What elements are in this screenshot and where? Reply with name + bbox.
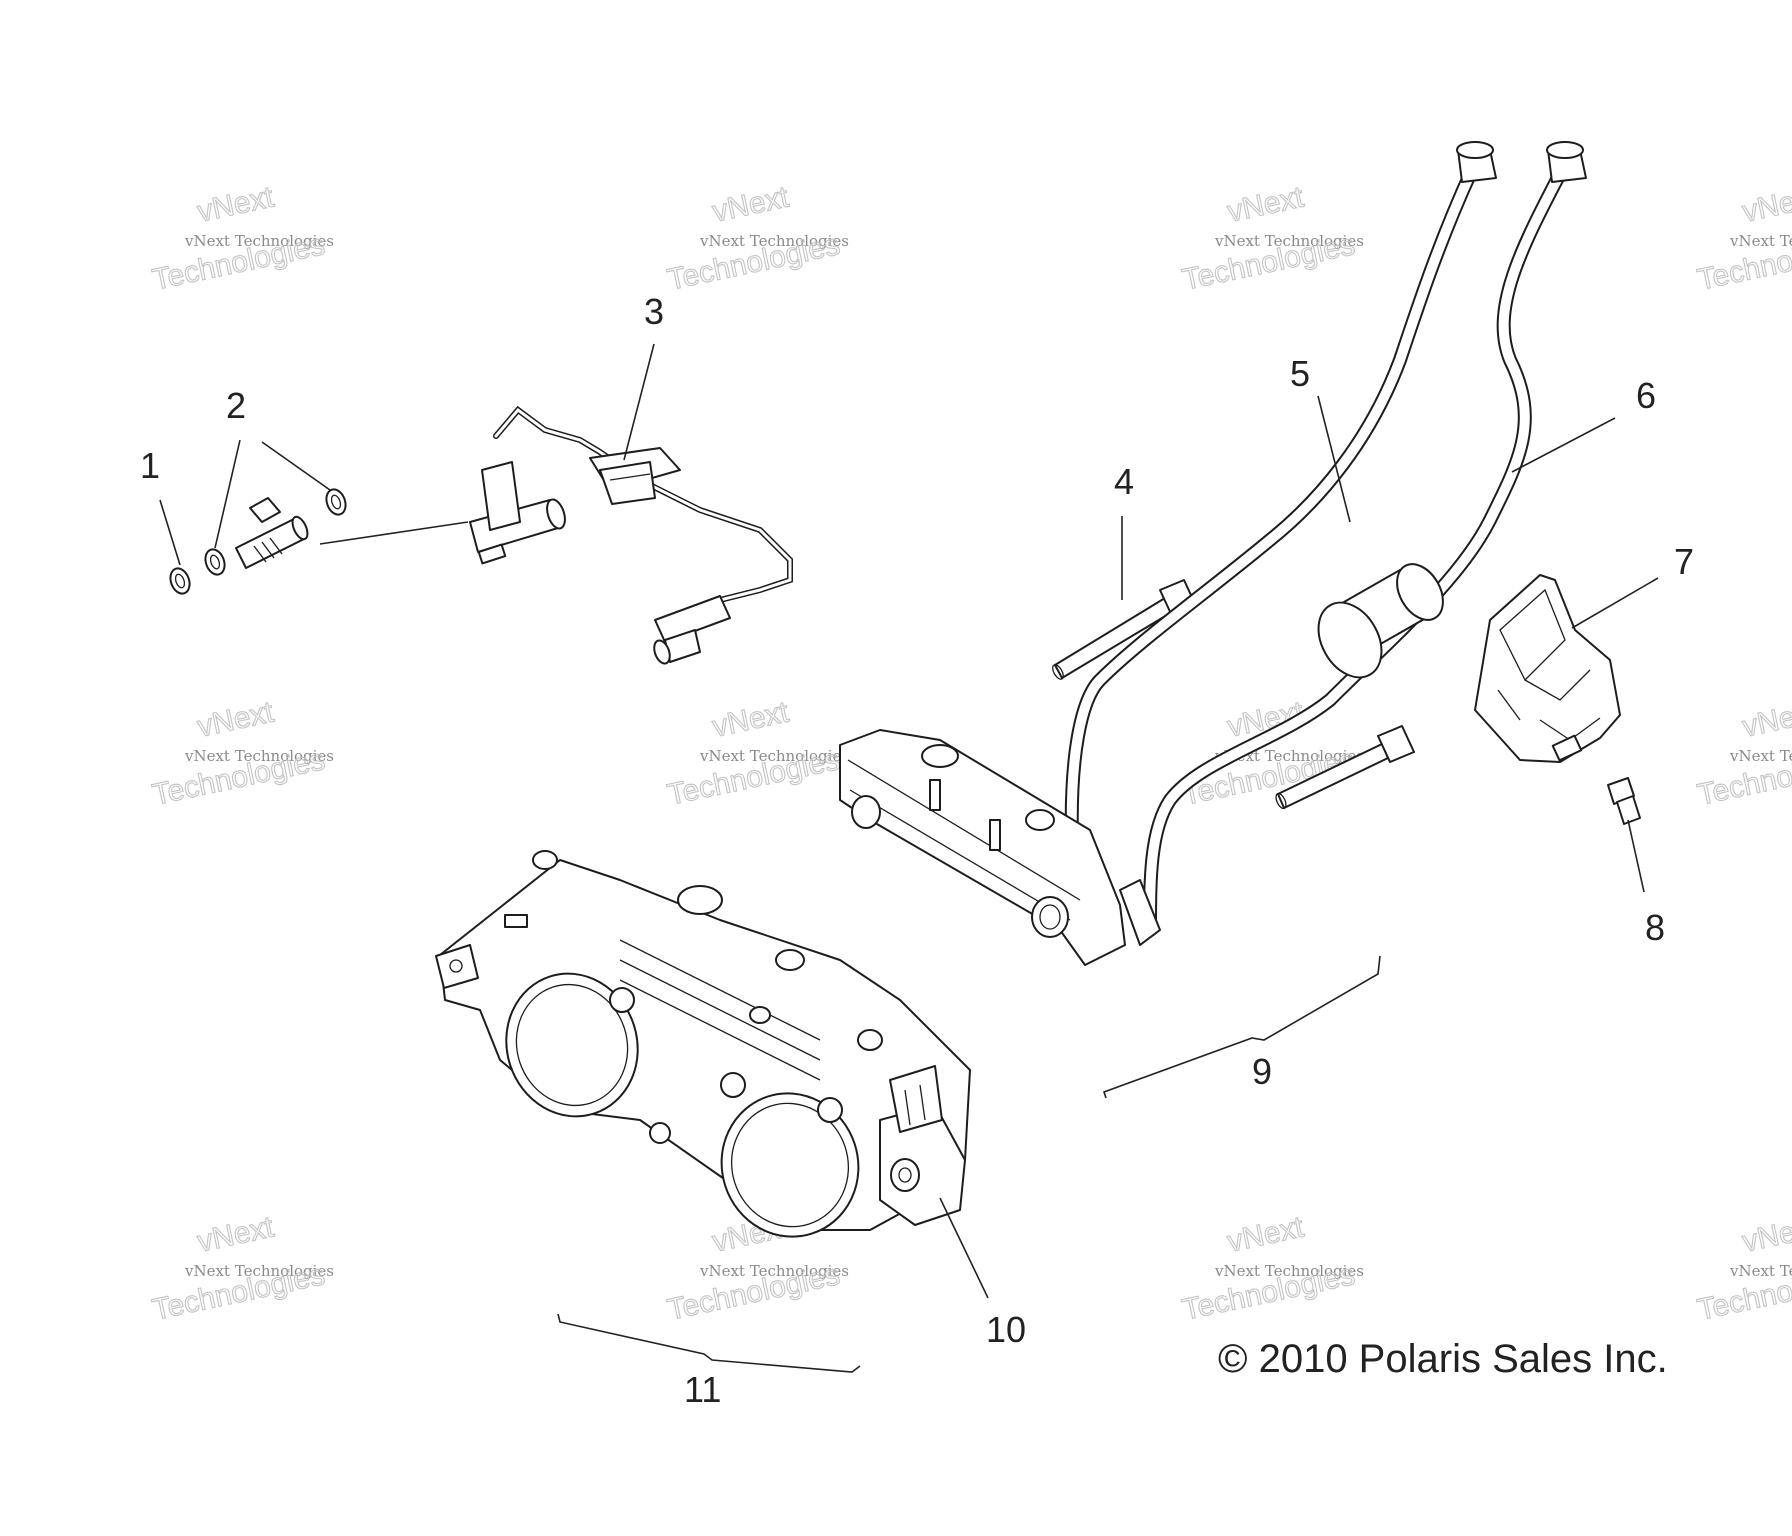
callout-8: 8: [1645, 907, 1665, 948]
leader-8: [1627, 819, 1645, 893]
watermark-small: vNext Technologies: [184, 1262, 334, 1280]
callout-9: 9: [1252, 1051, 1272, 1092]
watermark: vNext vNext Technologies Technologies: [664, 180, 849, 297]
watermark-top: vNext: [1225, 1210, 1308, 1258]
watermark: vNext vNext Technologies Technologies: [664, 695, 849, 812]
watermark-top: vNext: [710, 695, 793, 743]
leader-3: [623, 343, 655, 461]
watermark-small: vNext Technologies: [1729, 747, 1792, 765]
watermark-small: vNext Technologies: [184, 232, 334, 250]
watermark-top: vNext: [195, 1210, 278, 1258]
bracket-11: [557, 1313, 861, 1373]
callout-11: 11: [684, 1369, 721, 1410]
watermark-top: vNext: [195, 180, 278, 228]
watermark-top: vNext: [195, 695, 278, 743]
leader-2c: [319, 521, 469, 545]
part-1-o-ring: [169, 567, 191, 595]
watermark-small: vNext Technologies: [699, 747, 849, 765]
leader-lines: [159, 343, 1659, 1373]
watermark-top: vNext: [710, 180, 793, 228]
part-8-screw: [1607, 777, 1641, 825]
throttle-body: [435, 850, 971, 1238]
watermark-small: vNext Technologies: [1729, 232, 1792, 250]
watermark-small: vNext Technologies: [1729, 1262, 1792, 1280]
callout-4: 4: [1114, 461, 1134, 502]
leader-1: [159, 499, 181, 566]
part-10-throttle-position-sensor: [879, 1065, 966, 1226]
watermark: vNext vNext Technologies Technologies: [1694, 1210, 1792, 1327]
watermark-top: vNext: [1740, 180, 1792, 228]
callout-7: 7: [1674, 541, 1694, 582]
leader-2b: [261, 441, 331, 491]
part-2-seals: [204, 488, 347, 576]
callout-5: 5: [1290, 353, 1310, 394]
part-3-fuel-injector-harness: [469, 405, 793, 665]
watermark-top: vNext: [1225, 180, 1308, 228]
part-7-sensor: [1474, 574, 1621, 763]
watermark: vNext vNext Technologies Technologies: [1179, 180, 1364, 297]
watermark-small: vNext Technologies: [699, 232, 849, 250]
leader-5: [1317, 395, 1351, 523]
bracket-9: [1102, 955, 1381, 1099]
copyright: © 2010 Polaris Sales Inc.: [1218, 1337, 1668, 1381]
watermark: vNext vNext Technologies Technologies: [149, 1210, 334, 1327]
leader-10: [939, 1197, 989, 1299]
fuel-rail: [839, 729, 1161, 966]
leader-7: [1571, 577, 1659, 629]
watermark-small: vNext Technologies: [184, 747, 334, 765]
watermark-top: vNext: [1740, 1210, 1792, 1258]
watermark: vNext vNext Technologies Technologies: [1179, 695, 1364, 812]
watermark: vNext vNext Technologies Technologies: [149, 695, 334, 812]
callout-1: 1: [140, 445, 160, 486]
watermark: vNext vNext Technologies Technologies: [149, 180, 334, 297]
callout-10: 10: [986, 1309, 1026, 1350]
part-6-fuel-hose: [1143, 141, 1587, 937]
watermark-small: vNext Technologies: [1214, 1262, 1364, 1280]
callout-2: 2: [226, 385, 246, 426]
watermark: vNext vNext Technologies Technologies: [1694, 180, 1792, 297]
callout-6: 6: [1636, 375, 1656, 416]
watermark: vNext vNext Technologies Technologies: [1694, 695, 1792, 812]
watermark-small: vNext Technologies: [1214, 232, 1364, 250]
watermark-top: vNext: [1740, 695, 1792, 743]
leader-6: [1511, 417, 1616, 473]
part-5-fuel-hose: [1064, 141, 1497, 847]
rail-bolt: [1275, 725, 1415, 810]
watermark: vNext vNext Technologies Technologies: [1179, 1210, 1364, 1327]
watermark-small: vNext Technologies: [699, 1262, 849, 1280]
leader-2a: [214, 439, 241, 549]
callouts: 1 2 3 4 5 6 7 8 9 10 11: [140, 291, 1694, 1410]
callout-3: 3: [644, 291, 664, 332]
